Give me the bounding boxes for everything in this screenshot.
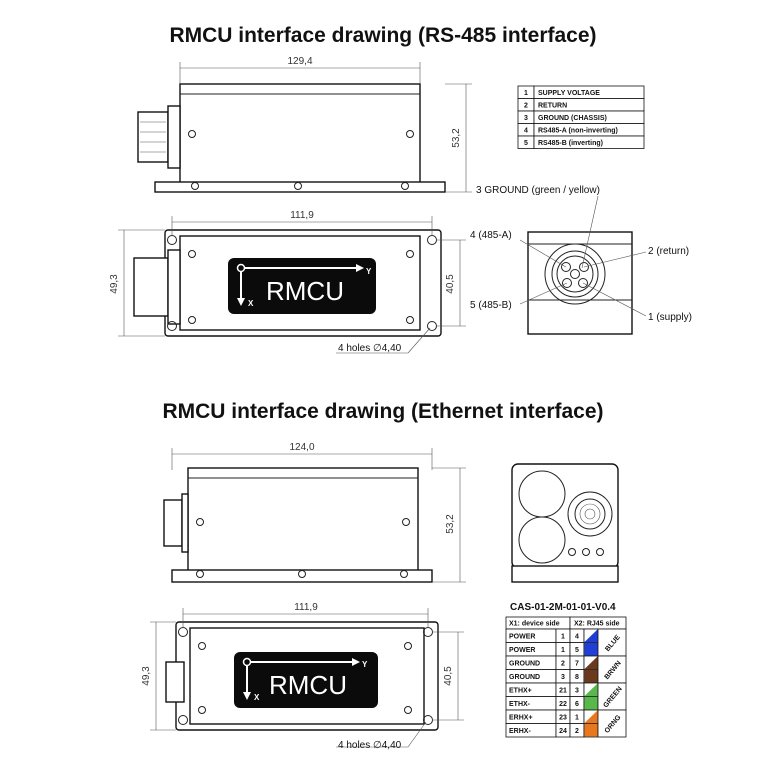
pin-name: RETURN [538,103,567,110]
pin-name-cell [533,135,645,149]
cable-signal-name: GROUND [509,674,540,681]
s1-logo: RMCU [266,276,344,306]
s1-dim-bottom-height-inner: 40,5 [445,274,456,294]
cable-x2-pin: 3 [575,688,579,695]
pin-num: 4 [524,128,528,135]
s2-dim-top-height: 53,2 [445,514,456,534]
pin-num: 3 [524,115,528,122]
cable-signal-name: ERHX+ [509,715,533,722]
pin-num: 1 [524,90,528,97]
color-group-cell [597,709,627,738]
cable-x1-pin: 21 [559,688,567,695]
section2-title: RMCU interface drawing (Ethernet interfa… [162,400,603,423]
s2-side-view: 124,0 53,2 [163,442,466,583]
section1-title: RMCU interface drawing (RS-485 interface… [169,24,596,47]
s2-cable-title: CAS-01-2M-01-01-V0.4 [510,602,616,613]
s1-top-view: X Y RMCU 111,9 49,3 40,5 4 holes ∅4,40 [109,210,466,354]
cable-signal-name: POWER [509,634,535,641]
s1-side-view: 129,4 53,2 [137,56,472,193]
cable-x1-pin: 2 [561,661,565,668]
s2-connector-view [511,463,619,583]
s2-dim-top-width: 124,0 [289,442,314,453]
cable-x2-pin: 4 [575,634,579,641]
s2-holes-note: 4 holes ∅4,40 [338,740,402,751]
s1-dim-top-width: 129,4 [287,56,312,67]
pin-name: RS485-B (inverting) [538,140,603,147]
s1-dim-bottom-height-outer: 49,3 [109,274,120,294]
s1-label-return: 2 (return) [648,246,689,257]
s2-axis-x: X [254,693,260,702]
pin-name: SUPPLY VOLTAGE [538,90,600,97]
s1-axis-y: Y [366,267,372,276]
s1-dim-top-height: 53,2 [451,128,462,148]
s1-pin-table: 1 SUPPLY VOLTAGE 2 RETURN 3 GROUND (CHASSIS) 4… [517,85,645,149]
wire-color-solid [584,670,598,683]
cable-signal-name: ETHX+ [509,688,532,695]
s1-label-485b: 5 (485-B) [470,300,512,311]
cable-header-x1: X1: device side [509,621,560,628]
cable-header-x2: X2: RJ45 side [574,621,620,628]
cable-x1-pin: 1 [561,647,565,654]
wire-color-stripe [584,656,598,670]
pin-num: 5 [524,140,528,147]
cable-x1-pin: 3 [561,674,565,681]
color-group-cell [597,682,627,711]
wire-color-solid [584,697,598,710]
cable-x2-pin: 7 [575,661,579,668]
cable-x1-pin: 22 [559,701,567,708]
s1-connector-view: 3 GROUND (green / yellow) 4 (485-A) 2 (r… [470,185,692,335]
s2-top-view: X Y RMCU 111,9 49,3 40,5 4 holes ∅4,40 [141,602,464,751]
cable-signal-name: ERHX- [509,728,531,735]
s1-dim-bottom-width: 111,9 [290,210,314,221]
pin-num: 2 [524,103,528,110]
cable-x1-pin: 23 [559,715,567,722]
cable-x1-pin: 24 [559,728,567,735]
s2-dim-bottom-width: 111,9 [294,602,318,613]
wire-color-solid [584,724,598,737]
cable-x2-pin: 1 [575,715,579,722]
cable-x2-pin: 8 [575,674,579,681]
s2-axis-y: Y [362,660,368,669]
wire-color-solid [584,643,598,656]
s2-dim-bottom-height-outer: 49,3 [141,666,152,686]
cable-x2-pin: 6 [575,701,579,708]
cable-x2-pin: 5 [575,647,579,654]
cable-signal-name: ETHX- [509,701,531,708]
s1-axis-x: X [248,299,254,308]
s1-holes-note: 4 holes ∅4,40 [338,343,402,354]
s1-label-ground: 3 GROUND (green / yellow) [476,185,600,196]
cable-x1-pin: 1 [561,634,565,641]
wire-color-stripe [584,710,598,724]
cable-signal-name: GROUND [509,661,540,668]
color-group-cell [597,655,627,684]
pin-name: RS485-A (non-inverting) [538,128,618,135]
s1-label-supply: 1 (supply) [648,312,692,323]
cable-signal-name: POWER [509,647,535,654]
cable-x2-pin: 2 [575,728,579,735]
wire-color-stripe [584,629,598,643]
s1-label-485a: 4 (485-A) [470,230,512,241]
s2-dim-bottom-height-inner: 40,5 [443,666,454,686]
s2-logo: RMCU [269,670,347,700]
wire-color-stripe [584,683,598,697]
pin-name: GROUND (CHASSIS) [538,115,607,122]
